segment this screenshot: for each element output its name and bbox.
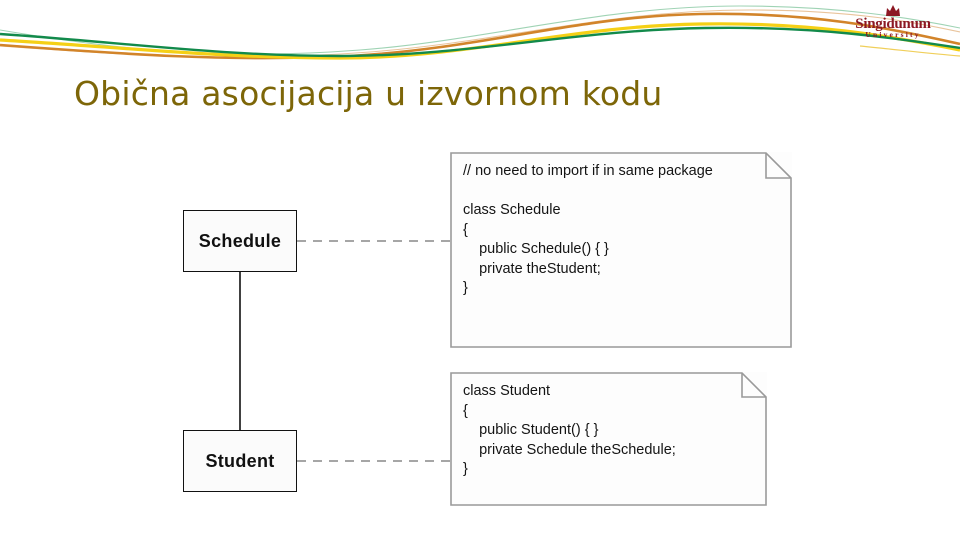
green-wave-path xyxy=(0,26,960,58)
logo-university-name: Singidunum xyxy=(855,16,931,32)
uml-class-diagram: Schedule Student // no need to import if… xyxy=(0,130,960,540)
note-code-text: class Student { public Student() { } pri… xyxy=(463,383,676,477)
note-code-text: // no need to import if in same package … xyxy=(463,163,713,296)
logo-university-subtitle: University xyxy=(865,30,921,39)
crown-icon xyxy=(886,5,900,16)
orange-wave-path xyxy=(0,12,960,60)
diagram-connector-lines xyxy=(239,240,450,462)
class-name-label: Schedule xyxy=(198,230,282,251)
header-band: Singidunum University xyxy=(0,0,960,68)
class-box-student[interactable]: Student xyxy=(183,430,297,492)
university-logo: Singidunum University xyxy=(838,4,948,44)
page-title: Obična asocijacija u izvornom kodu xyxy=(74,74,663,113)
note-schedule-code[interactable]: // no need to import if in same package … xyxy=(450,152,792,348)
note-shape-with-folded-corner xyxy=(450,372,767,506)
note-student-code[interactable]: class Student { public Student() { } pri… xyxy=(450,372,767,506)
yellow-wave-tail-path xyxy=(859,45,960,57)
note-shape-with-folded-corner xyxy=(450,152,792,348)
decorative-wave-graphic xyxy=(0,5,960,60)
class-name-label: Student xyxy=(205,450,275,471)
class-box-schedule[interactable]: Schedule xyxy=(183,210,297,272)
